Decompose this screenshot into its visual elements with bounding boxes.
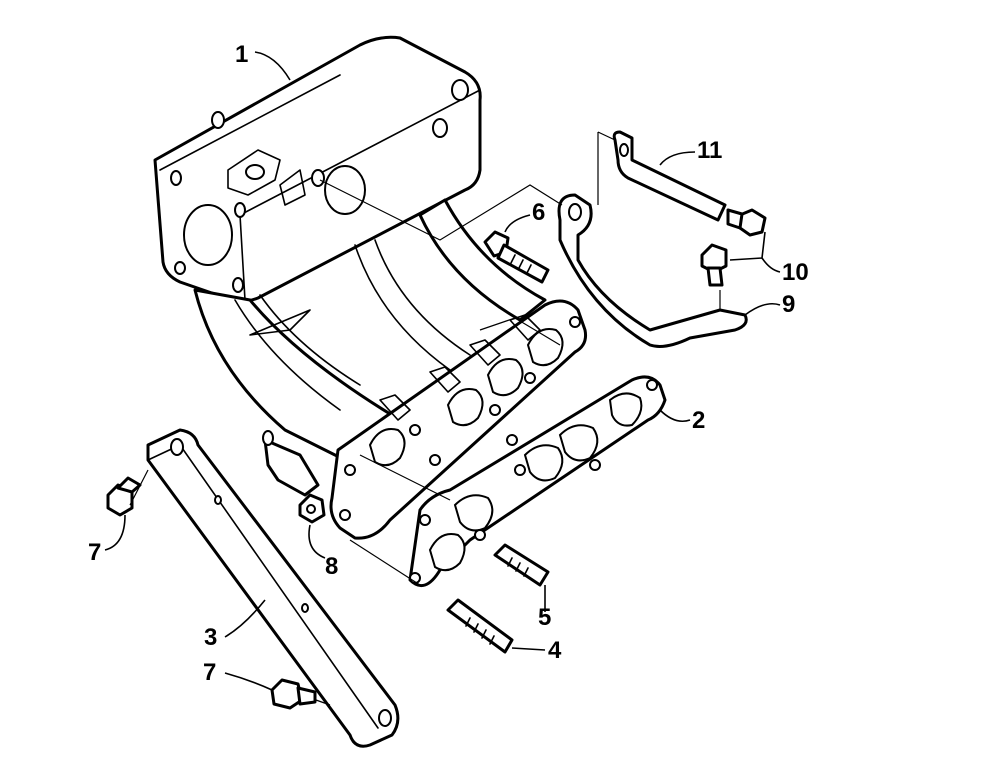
part-5-stud: [493, 543, 550, 587]
part-9-support-bracket: [557, 193, 748, 348]
part-4-stud: [446, 598, 514, 654]
part-1-heat-shield: [153, 35, 482, 303]
part-3-bracket-bar: [146, 428, 400, 748]
callout-7-lower: 7: [203, 659, 216, 686]
callout-2: 2: [692, 407, 705, 434]
part-6-bolt: [483, 230, 550, 284]
part-2-gasket: [408, 375, 667, 588]
callout-9: 9: [782, 291, 795, 318]
manifold-flange: [262, 299, 587, 540]
part-8-nut: [298, 493, 326, 524]
assembly-guide-lines: [129, 131, 721, 706]
callout-1: 1: [235, 41, 248, 68]
callout-4: 4: [548, 637, 562, 664]
callout-labels: 1 2 3 4 5 6 7 7 8 9 10 11: [88, 41, 809, 686]
part-7-bolt-lower: [270, 678, 317, 710]
part-10-bolt-lower: [700, 243, 728, 287]
callout-8: 8: [325, 553, 338, 580]
part-11-strap: [612, 130, 727, 222]
manifold-curved-body: [193, 198, 547, 467]
part-10-bolt-upper: [726, 208, 767, 237]
callout-3: 3: [204, 624, 217, 651]
callout-11: 11: [697, 137, 722, 164]
callout-6: 6: [532, 199, 545, 226]
callout-5: 5: [538, 604, 551, 631]
part-7-bolt-upper: [106, 476, 142, 517]
callout-7-upper: 7: [88, 539, 101, 566]
callout-10: 10: [782, 259, 809, 286]
leader-lines: [104, 51, 781, 691]
